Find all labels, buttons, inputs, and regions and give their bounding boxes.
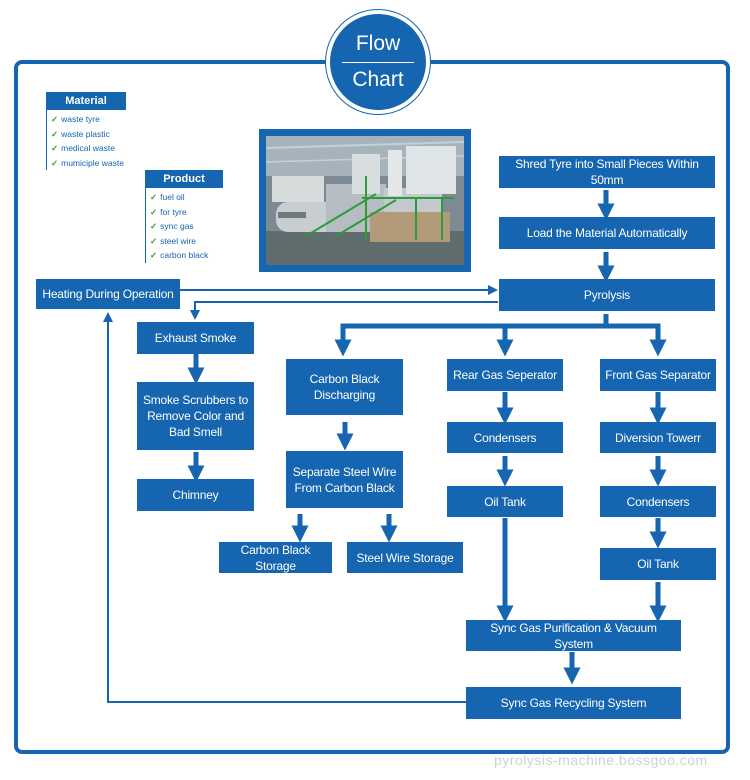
product-item: ✓steel wire	[150, 235, 197, 246]
steel-wire-storage-box: Steel Wire Storage	[347, 542, 463, 573]
arrow-pyrolysis-to-carbon	[334, 314, 609, 357]
checkmark-icon: ✓	[150, 206, 158, 217]
product-heading: Product	[145, 170, 223, 188]
checkmark-icon: ✓	[150, 250, 158, 260]
carbon-black-storage-box: Carbon Black Storage	[219, 542, 332, 573]
material-item: ✓medical waste	[51, 143, 115, 153]
checkmark-icon: ✓	[51, 143, 59, 153]
material-item: ✓waste tyre	[51, 114, 100, 124]
checkmark-icon: ✓	[150, 221, 158, 231]
sync-gas-recycling-box: Sync Gas Recycling System	[466, 687, 681, 719]
heating-box: Heating During Operation	[36, 279, 180, 309]
chimney-box: Chimney	[137, 479, 254, 511]
diversion-tower-box: Diversion Towerr	[600, 422, 716, 453]
material-heading: Material	[46, 92, 126, 110]
plant-illustration	[266, 136, 464, 265]
pyrolysis-plant-photo	[259, 129, 471, 272]
arrow-pyrolysis-to-exhaust	[190, 301, 498, 320]
pyrolysis-box: Pyrolysis	[499, 279, 715, 311]
exhaust-smoke-box: Exhaust Smoke	[137, 322, 254, 354]
checkmark-icon: ✓	[51, 128, 59, 139]
product-legend: Product ✓fuel oil ✓for tyre ✓sync gas ✓s…	[145, 170, 223, 263]
flow-chart-title-badge: Flow Chart	[326, 10, 430, 114]
product-item: ✓for tyre	[150, 206, 187, 217]
arrow-recycling-to-heating	[103, 312, 466, 703]
front-gas-separator-box: Front Gas Separator	[600, 359, 716, 391]
checkmark-icon: ✓	[150, 192, 158, 202]
product-list: ✓fuel oil ✓for tyre ✓sync gas ✓steel wir…	[145, 188, 223, 263]
watermark: pyrolysis-machine.bossgoo.com	[494, 752, 708, 768]
material-item: ✓mumiciple waste	[51, 157, 124, 168]
oil-tank-front-box: Oil Tank	[600, 548, 716, 580]
product-item: ✓carbon black	[150, 250, 209, 260]
title-line1: Flow	[355, 32, 401, 55]
condensers-front-box: Condensers	[600, 486, 716, 517]
condensers-rear-box: Condensers	[447, 422, 563, 453]
material-item: ✓waste plastic	[51, 128, 110, 139]
checkmark-icon: ✓	[51, 157, 59, 168]
shred-tyre-box: Shred Tyre into Small Pieces Within 50mm	[499, 156, 715, 188]
load-material-box: Load the Material Automatically	[499, 217, 715, 249]
checkmark-icon: ✓	[150, 235, 158, 246]
sync-gas-purification-box: Sync Gas Purification & Vacuum System	[466, 620, 681, 651]
title-divider	[342, 62, 414, 63]
smoke-scrubbers-box: Smoke Scrubbers to Remove Color and Bad …	[137, 382, 254, 450]
arrow-pyrolysis-to-front-gas	[606, 323, 667, 357]
checkmark-icon: ✓	[51, 114, 59, 124]
separate-steel-wire-box: Separate Steel Wire From Carbon Black	[286, 451, 403, 508]
rear-gas-separator-box: Rear Gas Seperator	[447, 359, 563, 391]
product-item: ✓fuel oil	[150, 192, 185, 202]
product-item: ✓sync gas	[150, 221, 194, 231]
material-legend: Material ✓waste tyre ✓waste plastic ✓med…	[46, 92, 126, 170]
material-list: ✓waste tyre ✓waste plastic ✓medical wast…	[46, 110, 126, 170]
title-line2: Chart	[352, 68, 404, 91]
oil-tank-rear-box: Oil Tank	[447, 486, 563, 517]
carbon-black-discharging-box: Carbon Black Discharging	[286, 359, 403, 415]
